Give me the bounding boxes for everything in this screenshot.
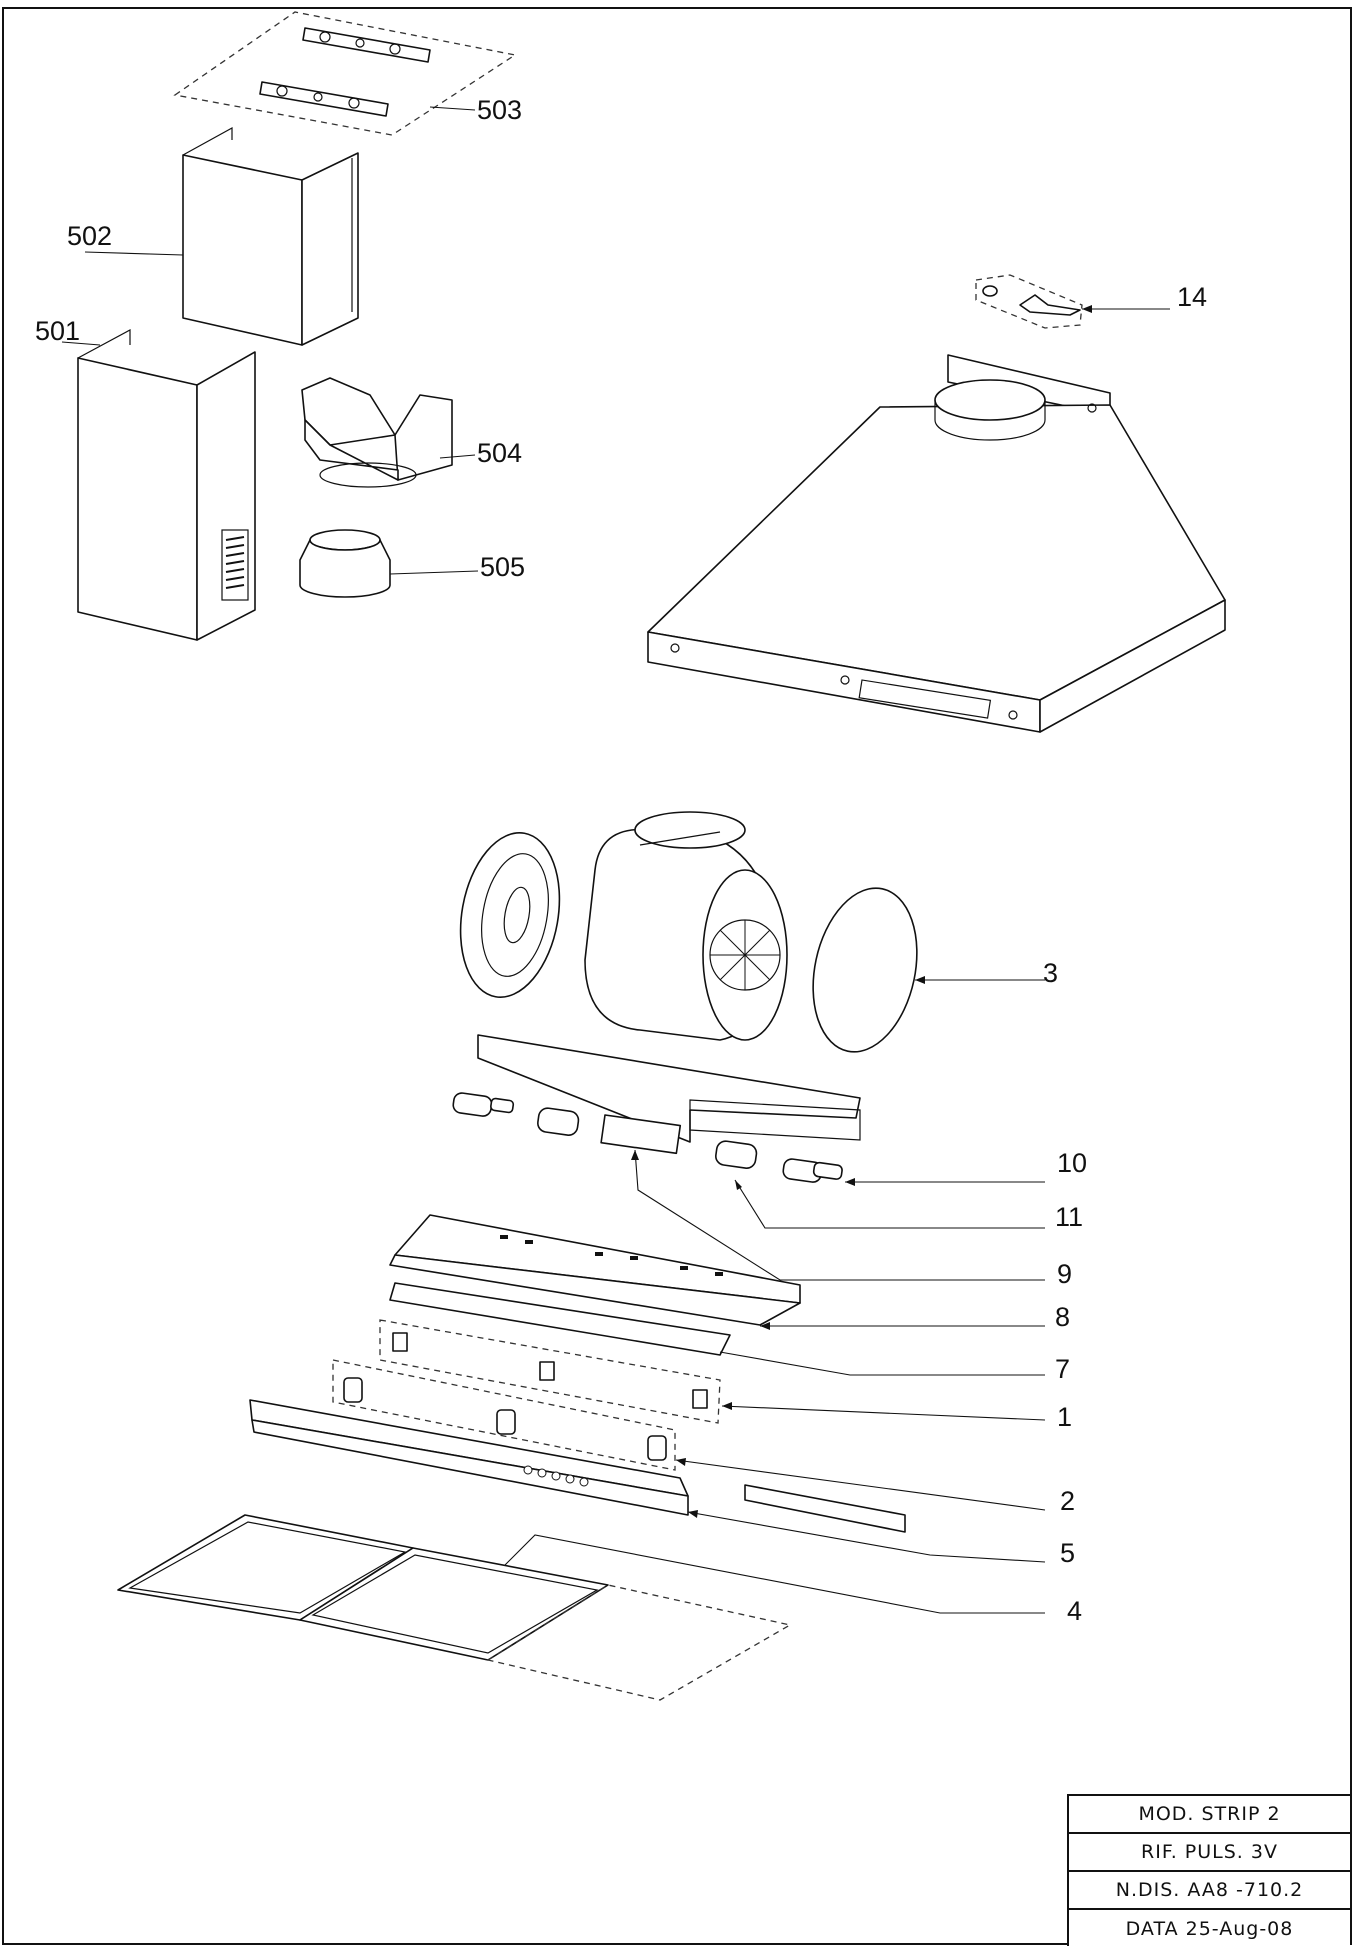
callout-8: 8 <box>1055 1302 1070 1332</box>
part-1-2-clips <box>332 1319 1046 1511</box>
callout-7: 7 <box>1055 1354 1070 1384</box>
title-block-reference: RIF. PULS. 3V <box>1069 1834 1350 1872</box>
callout-505: 505 <box>480 552 525 582</box>
hood-body <box>647 354 1226 733</box>
part-14-accessory <box>975 274 1170 329</box>
part-5-front-strip <box>249 1399 1046 1563</box>
title-block-date: DATA 25-Aug-08 <box>1125 1918 1294 1940</box>
callout-9: 9 <box>1057 1259 1072 1289</box>
part-8-7-panels <box>389 1214 1045 1376</box>
callout-10: 10 <box>1057 1148 1087 1178</box>
part-3-motor-assembly <box>459 811 1045 1053</box>
callout-502: 502 <box>67 221 112 251</box>
sheet-border <box>2 7 1352 1945</box>
title-block-drawing-number: N.DIS. AA8 -710.2 <box>1069 1872 1350 1910</box>
part-505-outlet-collar <box>299 529 479 598</box>
callout-501: 501 <box>35 316 80 346</box>
control-components <box>452 1034 1045 1281</box>
part-502-upper-chimney <box>84 126 359 346</box>
part-4-grease-filters <box>117 1514 1045 1701</box>
callout-1: 1 <box>1057 1402 1072 1432</box>
title-block: MOD. STRIP 2 RIF. PULS. 3V N.DIS. AA8 -7… <box>1067 1794 1350 1946</box>
callout-14: 14 <box>1177 282 1207 312</box>
title-block-model: MOD. STRIP 2 <box>1069 1796 1350 1834</box>
part-503-wall-brackets <box>173 11 517 136</box>
callout-3: 3 <box>1043 958 1058 988</box>
callout-504: 504 <box>477 438 522 468</box>
callout-4: 4 <box>1067 1596 1082 1626</box>
part-504-air-deflector <box>301 377 476 488</box>
callout-11: 11 <box>1055 1202 1083 1232</box>
callout-5: 5 <box>1060 1538 1075 1568</box>
callout-2: 2 <box>1060 1486 1075 1516</box>
part-501-lower-chimney <box>61 328 256 641</box>
callout-503: 503 <box>477 95 522 125</box>
